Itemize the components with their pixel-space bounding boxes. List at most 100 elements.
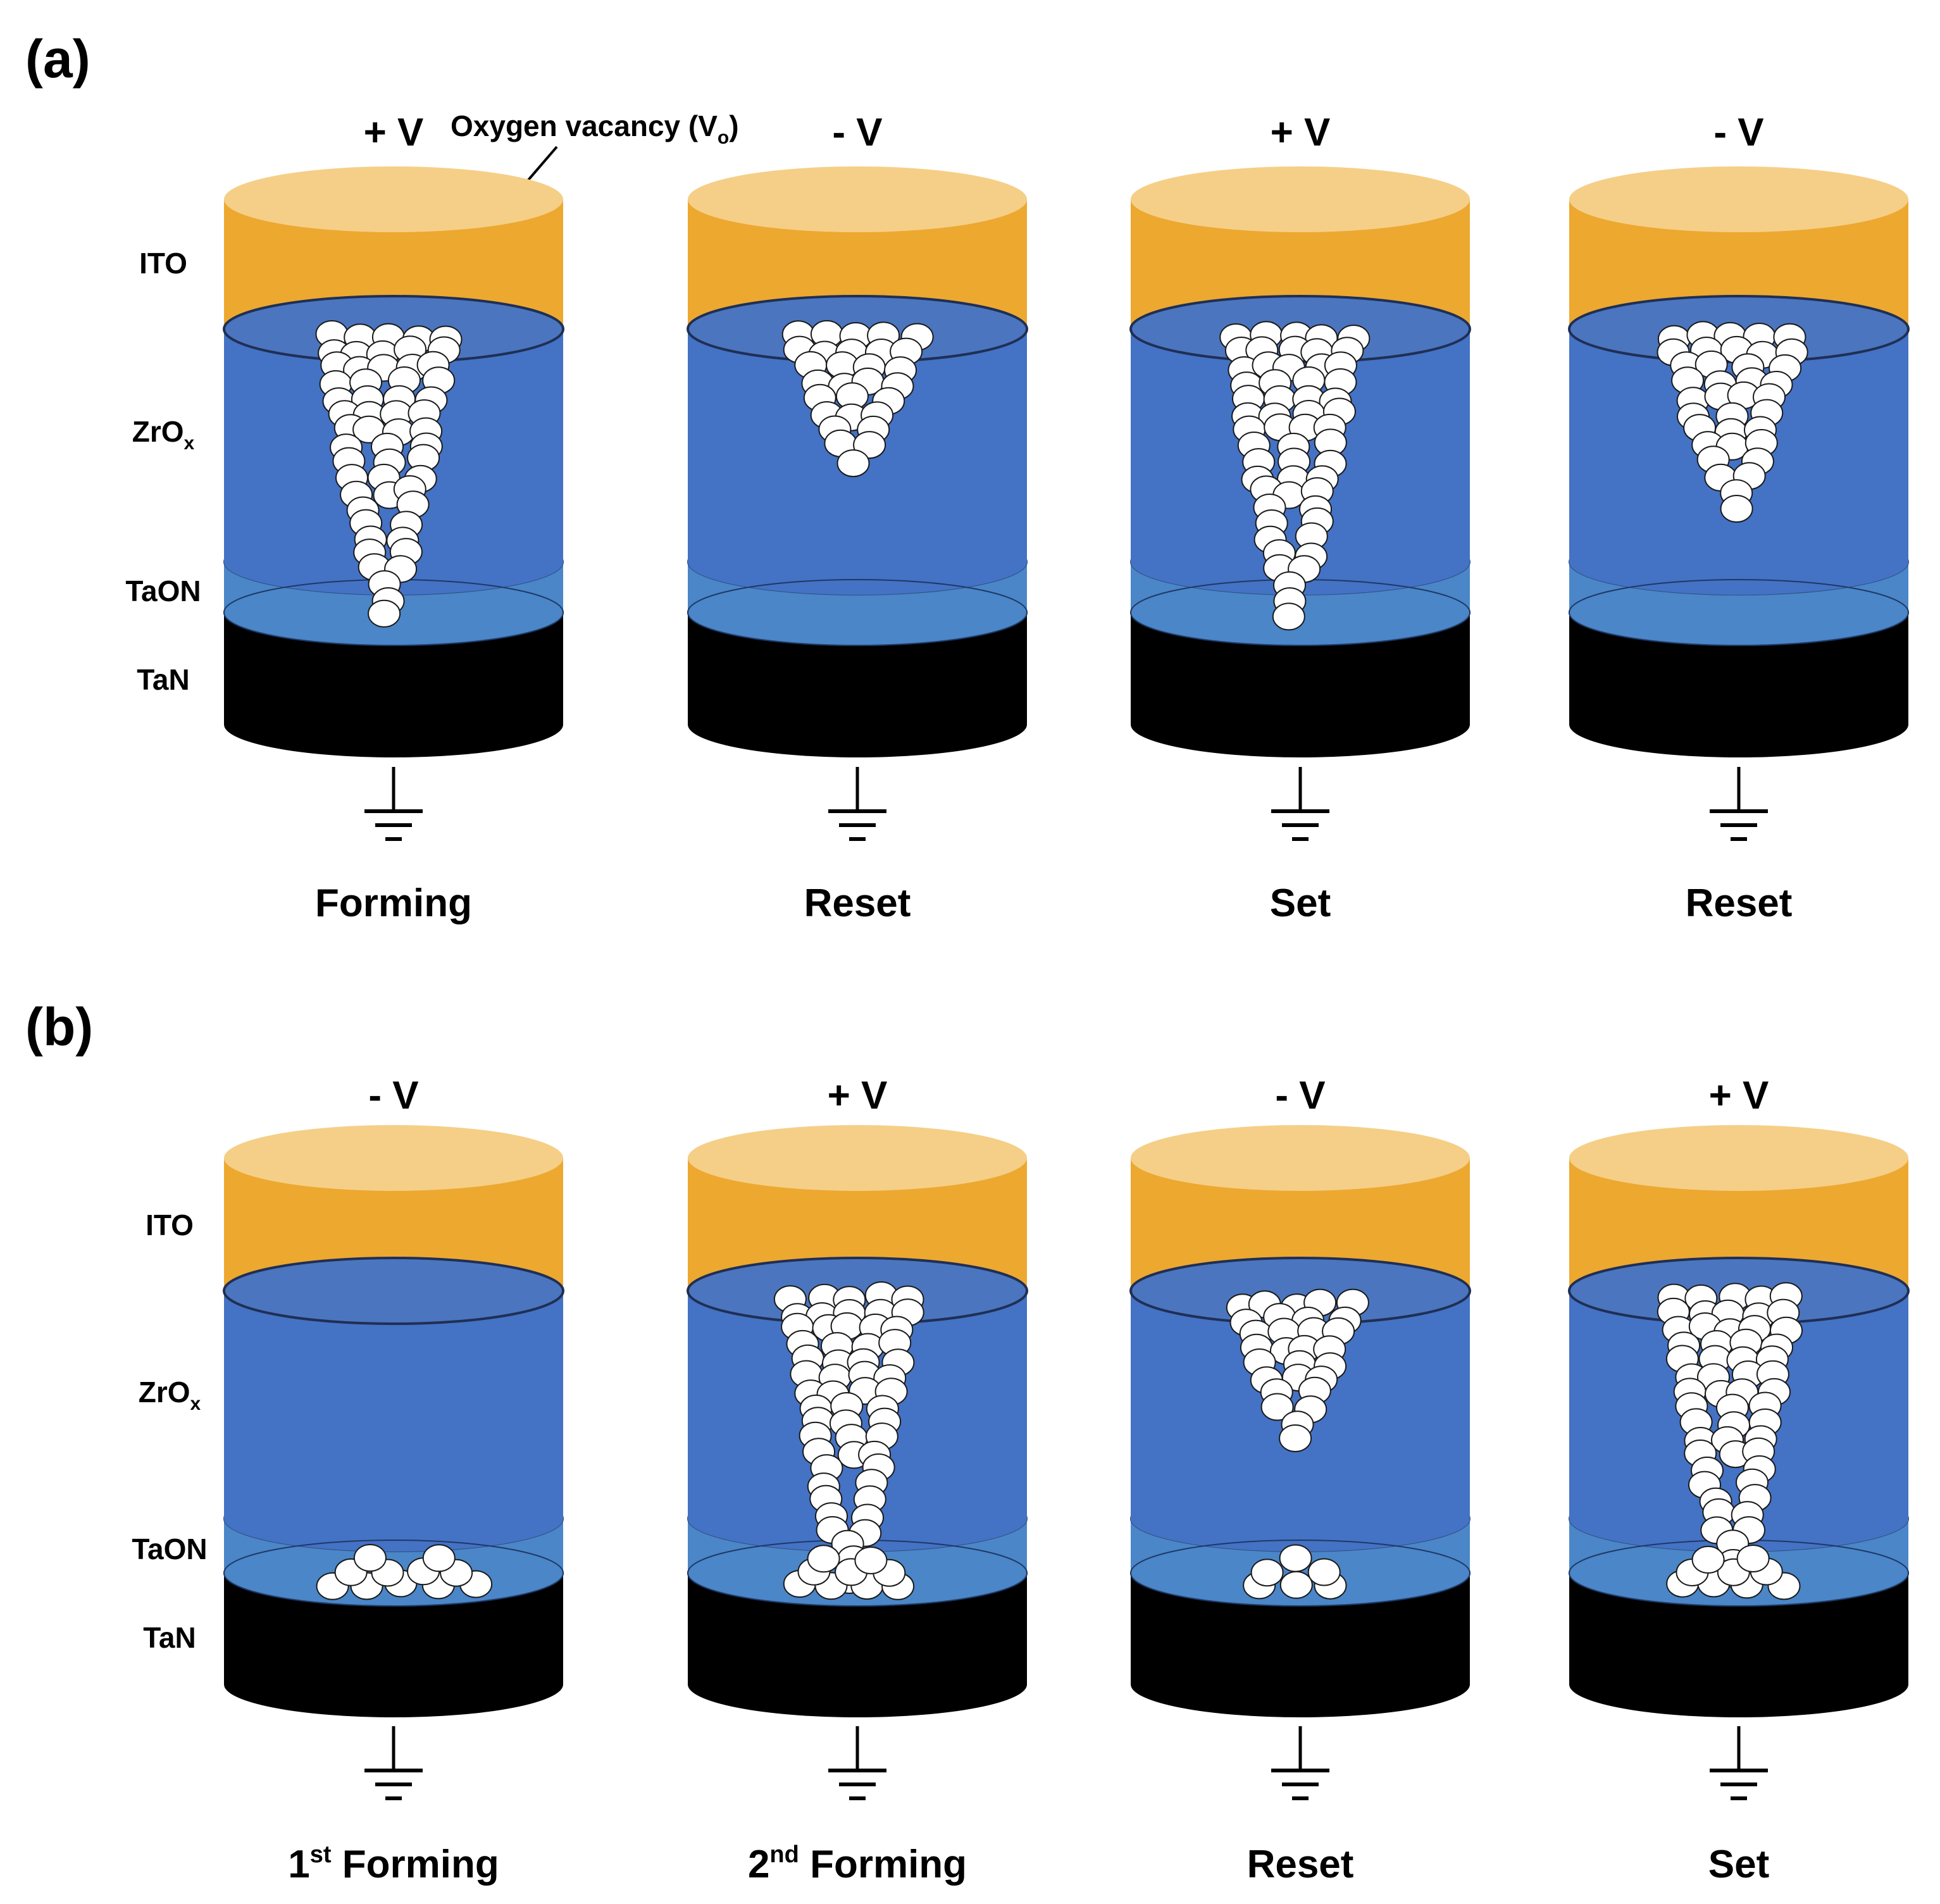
memristor-device: - V Reset <box>1129 1074 1471 1886</box>
layer-label-ito: ITO <box>139 247 187 280</box>
step-label-main: 1 <box>288 1843 309 1886</box>
oxygen-vacancy <box>1272 602 1305 631</box>
voltage-label: + V <box>1271 111 1331 154</box>
oxygen-vacancy <box>1250 1559 1284 1587</box>
tan-layer <box>1569 613 1908 757</box>
oxygen-vacancy-filament <box>773 1281 924 1600</box>
step-label-main: Reset <box>1247 1843 1354 1886</box>
oxygen-vacancy <box>1307 1558 1341 1586</box>
ito-layer-top <box>1569 1125 1908 1191</box>
memristor-device: - V Reset <box>1568 111 1910 925</box>
voltage-label: - V <box>368 1074 418 1117</box>
layer-label-ito: ITO <box>146 1209 194 1241</box>
oxygen-vacancy <box>1279 1424 1312 1452</box>
layer-label-zrox: ZrOx <box>132 415 195 454</box>
layer-label-taon: TaON <box>125 575 201 607</box>
memristor-device: - V Reset <box>687 111 1028 925</box>
step-label-main: Forming <box>315 881 472 925</box>
panel-b-tag: (b) <box>25 997 93 1057</box>
memristor-device: - V 1st Forming <box>223 1074 564 1886</box>
step-label-main: Reset <box>804 881 911 925</box>
oxygen-vacancy <box>1691 1545 1725 1574</box>
ito-layer-top <box>688 166 1027 232</box>
oxygen-vacancy <box>1720 495 1753 523</box>
step-label: 2nd Forming <box>748 1841 967 1886</box>
ito-layer-top <box>224 166 563 232</box>
oxygen-vacancy <box>1736 1545 1770 1572</box>
oxygen-vacancy-annotation: Oxygen vacancy (Vo) <box>451 109 739 148</box>
tan-layer <box>688 613 1027 757</box>
step-label-rest: Forming <box>799 1843 967 1886</box>
tan-layer <box>688 1573 1027 1717</box>
ito-layer-top <box>1131 1125 1470 1191</box>
voltage-label: - V <box>1275 1074 1325 1117</box>
oxygen-vacancy-label: Oxygen vacancy (V <box>451 109 718 142</box>
ito-layer-top <box>224 1125 563 1191</box>
tan-layer <box>1131 1573 1470 1717</box>
oxygen-vacancy <box>807 1545 840 1573</box>
panel-a: (a) ITO ZrOx TaON TaN Oxygen vacancy (Vo… <box>25 29 739 696</box>
memristor-device: + V 2nd Forming <box>687 1074 1028 1886</box>
tan-layer-outline <box>223 1540 564 1607</box>
panel-b: (b) ITO ZrOx TaON TaN <box>25 997 208 1654</box>
tan-layer <box>224 613 563 757</box>
memristor-device: + V Forming <box>223 111 564 925</box>
step-label: Reset <box>1247 1843 1354 1886</box>
oxygen-vacancy-filament <box>1226 1288 1369 1600</box>
oxygen-vacancy-filament <box>1657 321 1808 523</box>
oxygen-vacancy-filament <box>1657 1282 1803 1600</box>
tan-layer <box>1131 613 1470 757</box>
panel-a-tag: (a) <box>25 29 90 89</box>
memristor-device: + V Set <box>1568 1074 1910 1886</box>
tan-layer-outline <box>1130 1540 1471 1607</box>
step-label-sup: st <box>310 1841 332 1868</box>
voltage-label: + V <box>364 111 424 154</box>
oxygen-vacancy-filament <box>316 1544 493 1600</box>
oxygen-vacancy <box>836 449 870 478</box>
layer-label-tan: TaN <box>137 663 190 696</box>
layer-label-taon: TaON <box>132 1533 207 1565</box>
oxygen-vacancy <box>854 1546 888 1574</box>
zrox-layer <box>1569 329 1908 595</box>
tan-layer-outline <box>687 579 1028 646</box>
layer-label-tan: TaN <box>143 1621 196 1654</box>
step-label-rest: Forming <box>332 1843 499 1886</box>
oxygen-vacancy <box>422 1544 456 1572</box>
step-label-sup: nd <box>769 1841 799 1868</box>
oxygen-vacancy <box>1279 1571 1313 1599</box>
tan-layer <box>1569 1573 1908 1717</box>
layer-label-zro: ZrO <box>132 415 184 448</box>
step-label-main: 2 <box>748 1843 769 1886</box>
oxygen-vacancy-close: ) <box>729 109 738 142</box>
step-label: Set <box>1270 881 1331 925</box>
step-label: Reset <box>1686 881 1793 925</box>
voltage-label: + V <box>1709 1074 1769 1117</box>
ito-layer-top <box>1131 166 1470 232</box>
oxygen-vacancy-filament <box>781 320 934 478</box>
layer-label-zrox: ZrOx <box>139 1376 201 1414</box>
step-label-main: Reset <box>1686 881 1793 925</box>
step-label: Forming <box>315 881 472 925</box>
voltage-label: + V <box>828 1074 888 1117</box>
devices-layer: + V Forming - V Reset + V Set - V Reset - V 1st F… <box>223 111 1910 1886</box>
zrox-layer <box>224 1291 563 1552</box>
step-label-main: Set <box>1708 1843 1769 1886</box>
layer-label-zro-sub: x <box>184 433 195 454</box>
voltage-label: - V <box>832 111 882 154</box>
oxygen-vacancy <box>368 599 401 628</box>
oxygen-vacancy-filament <box>1219 321 1371 631</box>
voltage-label: - V <box>1713 111 1763 154</box>
ito-layer-top <box>688 1125 1027 1191</box>
step-label: 1st Forming <box>288 1841 499 1886</box>
memristor-device: + V Set <box>1129 111 1471 925</box>
step-label: Reset <box>804 881 911 925</box>
step-label: Set <box>1708 1843 1769 1886</box>
oxygen-vacancy-sub: o <box>718 127 729 148</box>
ito-layer-top <box>1569 166 1908 232</box>
tan-layer-outline <box>1569 579 1909 646</box>
oxygen-vacancy <box>1279 1544 1312 1572</box>
tan-layer <box>224 1573 563 1717</box>
layer-label-zro-sub: x <box>190 1393 201 1414</box>
layer-label-zro: ZrO <box>139 1376 190 1409</box>
